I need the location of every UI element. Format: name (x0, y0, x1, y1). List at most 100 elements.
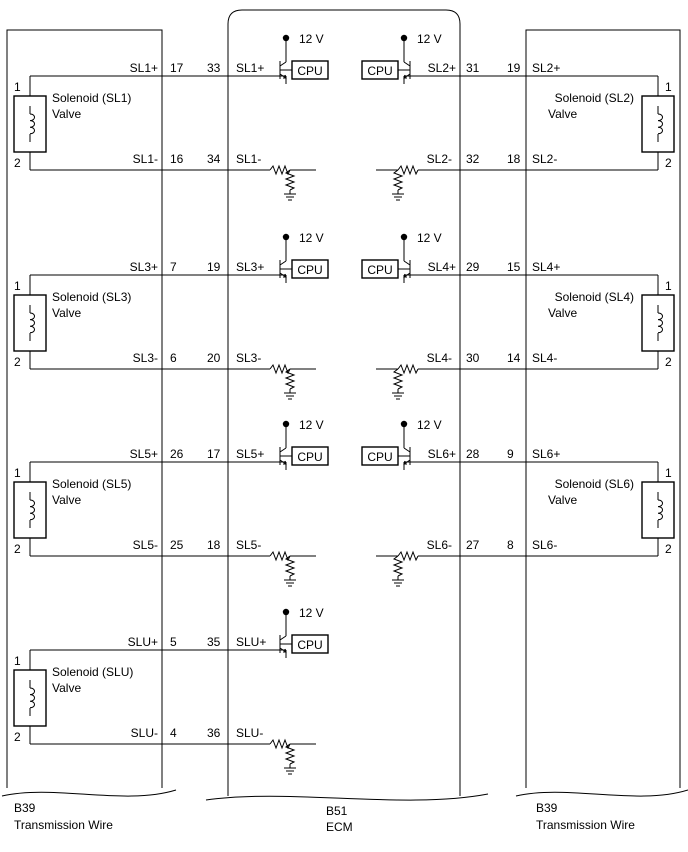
b39-pin-neg: 8 (507, 538, 514, 552)
b51-pin-pos: 19 (207, 260, 221, 274)
pull-down-resistor-icon (269, 738, 291, 750)
harness-signal-pos: SL6+ (532, 447, 560, 461)
coil-icon (657, 113, 663, 135)
ecm-frame (227, 9, 461, 796)
harness-signal-pos: SL4+ (532, 260, 560, 274)
cpu-box (361, 259, 399, 279)
b51-pin-pos: 17 (207, 447, 221, 461)
b51-pin-neg: 30 (466, 351, 480, 365)
b51-pin-pos: 31 (466, 61, 480, 75)
wire (279, 73, 287, 79)
ecm-signal-neg: SL2- (427, 152, 452, 166)
ecm-signal-neg: SL6- (427, 538, 452, 552)
harness-signal-neg: SL5- (133, 538, 158, 552)
wire (279, 459, 287, 465)
solenoid-valve-word: Valve (548, 493, 577, 507)
wire (403, 73, 411, 79)
pin-number-2: 2 (14, 156, 21, 170)
wire (279, 635, 287, 641)
ecm-signal-pos: SL2+ (428, 61, 456, 75)
coil-icon (29, 113, 35, 135)
pin-number-1: 1 (14, 279, 21, 293)
b39-pin-neg: 18 (507, 152, 521, 166)
ecm-signal-pos: SL6+ (428, 447, 456, 461)
resistor-icon (392, 169, 404, 191)
coil-icon (29, 687, 35, 709)
resistor-icon (284, 169, 296, 191)
right-harness-frame (525, 29, 681, 788)
solenoid-valve-word: Valve (52, 681, 81, 695)
pin-number-2: 2 (14, 542, 21, 556)
b51-pin-neg: 34 (207, 152, 221, 166)
ecm-signal-neg: SLU- (236, 726, 263, 740)
pin-number-2: 2 (665, 542, 672, 556)
pin-number-1: 1 (665, 279, 672, 293)
b39-pin-pos: 7 (170, 260, 177, 274)
wire (403, 272, 411, 278)
harness-signal-neg: SL3- (133, 351, 158, 365)
b51-pin-pos: 35 (207, 635, 221, 649)
solenoid-name: Solenoid (SL5) (52, 477, 131, 491)
pin-number-1: 1 (665, 80, 672, 94)
pull-down-resistor-icon (269, 363, 291, 375)
ecm-signal-pos: SL4+ (428, 260, 456, 274)
resistor-icon (284, 555, 296, 577)
b39-pin-neg: 14 (507, 351, 521, 365)
wire (279, 272, 287, 278)
cpu-label: CPU (367, 263, 392, 277)
right-connector-code: B39 (536, 801, 558, 815)
harness-signal-neg: SL6- (532, 538, 557, 552)
harness-signal-pos: SL2+ (532, 61, 560, 75)
supply-voltage-label: 12 V (299, 231, 324, 245)
wire (279, 647, 287, 653)
solenoid-valve-word: Valve (52, 306, 81, 320)
solenoid-box (13, 669, 47, 727)
ecm-connector-code: B51 (326, 804, 348, 818)
pin-number-1: 1 (14, 654, 21, 668)
resistor-icon (392, 555, 404, 577)
left-connector-code: B39 (14, 801, 36, 815)
pull-down-resistor-icon (397, 550, 419, 562)
resistor-icon (284, 743, 296, 765)
left-harness-break (1, 789, 177, 797)
solenoid-box (13, 294, 47, 352)
harness-signal-neg: SL4- (532, 351, 557, 365)
cpu-label: CPU (297, 450, 322, 464)
ecm-signal-pos: SL3+ (236, 260, 264, 274)
cpu-label: CPU (297, 638, 322, 652)
b51-pin-neg: 27 (466, 538, 480, 552)
wire (403, 260, 411, 266)
coil-icon (657, 312, 663, 334)
wire (403, 459, 411, 465)
pull-down-resistor-icon (397, 363, 419, 375)
ecm-signal-neg: SL3- (236, 351, 261, 365)
coil-icon (657, 499, 663, 521)
supply-voltage-label: 12 V (417, 418, 442, 432)
wire (279, 260, 287, 266)
solenoid-valve-word: Valve (548, 306, 577, 320)
cpu-label: CPU (297, 263, 322, 277)
solenoid-box (13, 481, 47, 539)
wire (279, 447, 287, 453)
cpu-box (291, 60, 329, 80)
cpu-box (361, 446, 399, 466)
ecm-signal-neg: SL5- (236, 538, 261, 552)
b51-pin-neg: 32 (466, 152, 480, 166)
cpu-box (361, 60, 399, 80)
right-harness-name: Transmission Wire (536, 818, 635, 832)
solenoid-name: Solenoid (SL4) (555, 290, 634, 304)
pin-number-2: 2 (14, 730, 21, 744)
b39-pin-neg: 16 (170, 152, 184, 166)
ecm-break (205, 793, 489, 801)
left-harness-name: Transmission Wire (14, 818, 113, 832)
ecm-signal-pos: SL5+ (236, 447, 264, 461)
solenoid-valve-word: Valve (52, 107, 81, 121)
pin-number-2: 2 (665, 156, 672, 170)
